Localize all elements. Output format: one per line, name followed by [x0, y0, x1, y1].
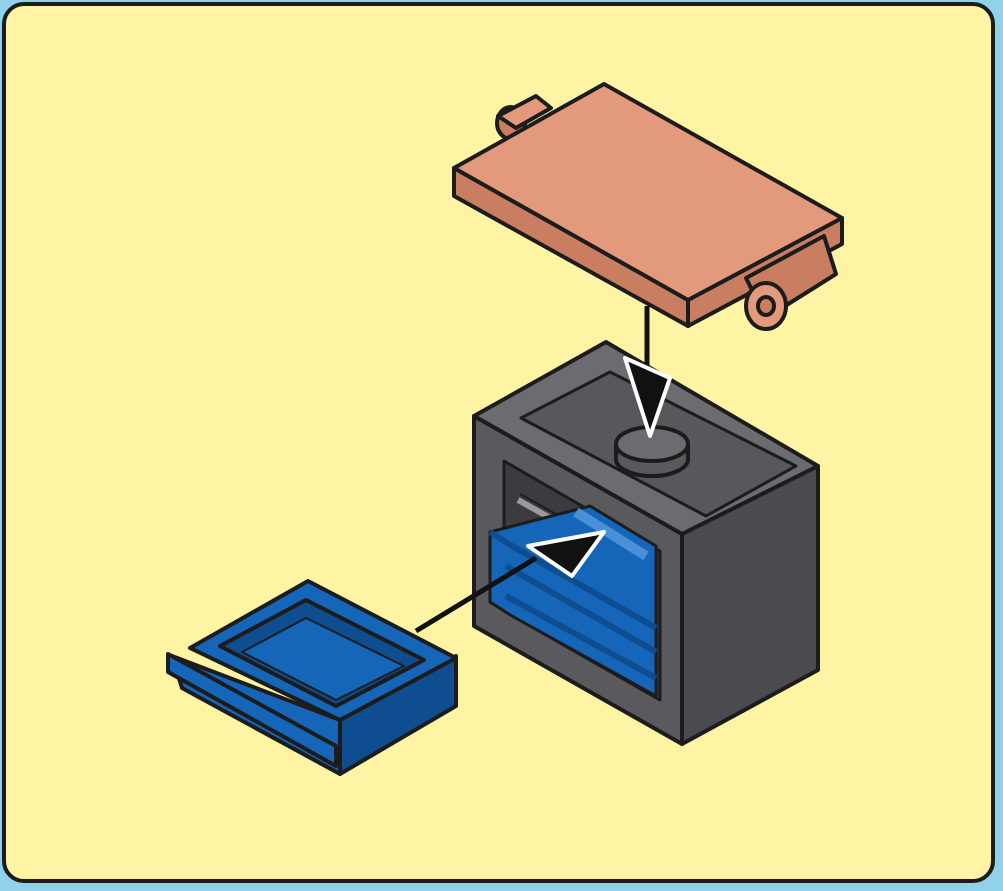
- drawer-part: [168, 581, 456, 774]
- diagram-panel: [2, 2, 995, 883]
- assembly-diagram: [6, 6, 995, 883]
- lid-part: [454, 84, 842, 329]
